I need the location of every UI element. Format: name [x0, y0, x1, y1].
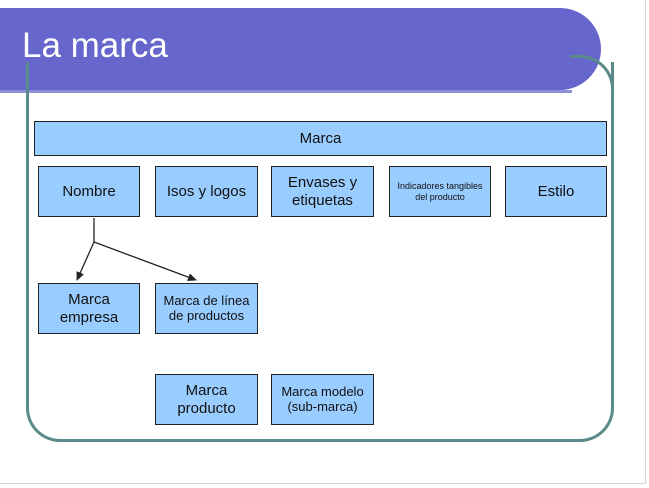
node-marca-modelo: Marca modelo (sub-marca) [271, 374, 374, 425]
node-marca-label: Marca [299, 129, 342, 147]
slide-title: La marca [22, 26, 168, 65]
node-isos-y-logos-label: Isos y logos [166, 182, 247, 200]
node-indicadores-tangibles: Indicadores tangibles del producto [389, 166, 491, 217]
node-marca-modelo-label: Marca modelo (sub-marca) [281, 383, 364, 414]
node-marca-linea-productos-label: Marca de línea de productos [163, 292, 250, 323]
node-marca-empresa-label: Marca empresa [59, 291, 119, 326]
node-marca-producto-label: Marca producto [177, 382, 236, 417]
node-marca-producto: Marca producto [155, 374, 258, 425]
node-marca: Marca [34, 121, 607, 156]
node-nombre: Nombre [38, 166, 140, 217]
node-nombre-label: Nombre [62, 182, 116, 200]
node-envases-y-etiquetas-label: Envases y etiquetas [287, 174, 358, 209]
node-envases-y-etiquetas: Envases y etiquetas [271, 166, 374, 217]
node-isos-y-logos: Isos y logos [155, 166, 258, 217]
arrow-to-marca-linea [93, 241, 197, 281]
content-frame [26, 62, 614, 442]
node-marca-empresa: Marca empresa [38, 283, 140, 334]
title-bar [0, 8, 601, 90]
node-estilo: Estilo [505, 166, 607, 217]
title-underline [0, 90, 572, 93]
node-estilo-label: Estilo [537, 182, 575, 200]
connector-lines [76, 218, 197, 281]
arrow-to-marca-empresa [76, 241, 95, 281]
node-marca-linea-productos: Marca de línea de productos [155, 283, 258, 334]
node-indicadores-tangibles-label: Indicadores tangibles del producto [397, 180, 483, 202]
